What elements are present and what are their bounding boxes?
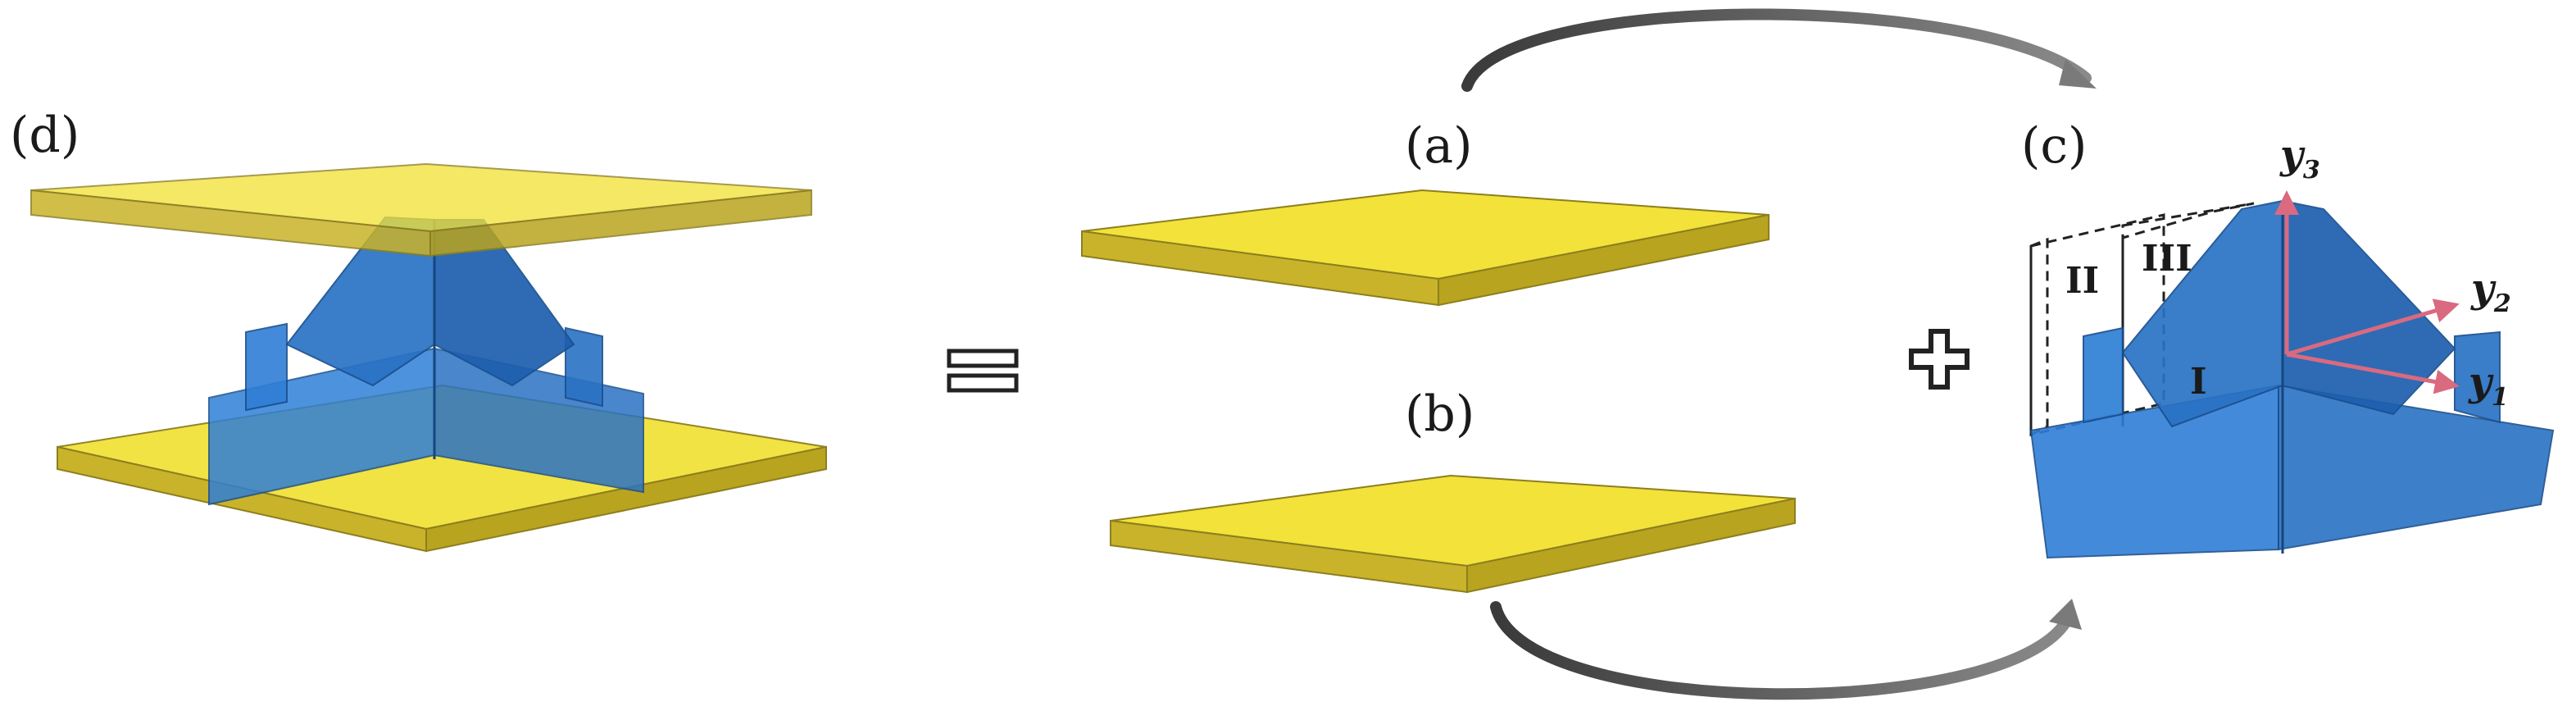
region-label-i: I <box>2190 361 2207 403</box>
axis-label-y1: y1 <box>2468 359 2509 412</box>
axis-label-y2: y2 <box>2470 266 2511 318</box>
plus-sign <box>1909 329 1969 390</box>
region-label-iii: III <box>2142 238 2192 280</box>
region-boxes <box>2029 202 2255 437</box>
upper-flow-arrow <box>1461 8 2097 92</box>
panel-b-bottom-sheet: (b) <box>1110 385 1796 594</box>
top-face-sheet <box>30 162 812 258</box>
panel-a-top-sheet: (a) <box>1081 117 1770 307</box>
equals-sign <box>947 349 1019 393</box>
panel-d-assembly: (d) <box>10 107 827 553</box>
region-label-ii: II <box>2065 260 2099 302</box>
lower-flow-arrow <box>1490 599 2082 700</box>
panel-label-b: (b) <box>1405 385 1474 443</box>
axis-label-y3: y3 <box>2279 132 2320 185</box>
panel-label-a: (a) <box>1405 117 1473 175</box>
coordinate-axes <box>2274 190 2460 394</box>
panel-label-c: (c) <box>2021 117 2087 175</box>
panel-label-d: (d) <box>10 107 80 164</box>
panel-c-core-cell: II III I y3 y2 y1 (c) <box>2021 117 2555 559</box>
lattice-core <box>208 216 644 506</box>
